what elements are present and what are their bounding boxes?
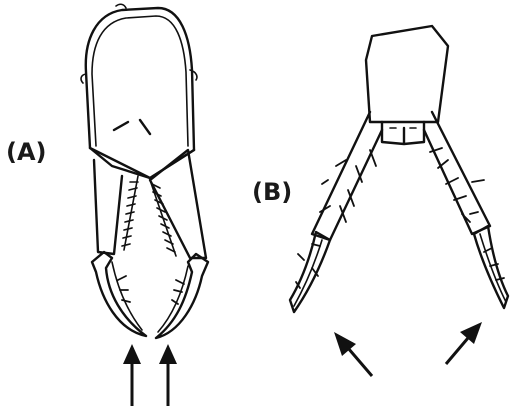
panel-a-arrow-right: [159, 344, 177, 406]
panel-b-mouthparts: [382, 122, 424, 144]
panel-a-left-comb: [122, 176, 138, 250]
panel-b-arrow-right: [446, 322, 482, 364]
panel-b-arrow-left: [334, 332, 372, 376]
panel-b-label: (B): [252, 178, 292, 206]
panel-a-head-seta-top: [116, 4, 126, 8]
panel-b-left-arm: [312, 112, 382, 240]
panel-b-head-capsule: [366, 26, 448, 122]
panel-b-left-claw-inner: [294, 240, 322, 306]
panel-b-drawing: [290, 26, 508, 312]
panel-a-head-inner-outline: [92, 16, 188, 146]
panel-a-eye-mark-right: [140, 120, 150, 134]
panel-b-right-claw-inner: [480, 234, 506, 302]
panel-a-arrow-left: [123, 344, 141, 406]
panel-a-label: (A): [6, 138, 47, 166]
panel-a-drawing: [81, 4, 208, 338]
panel-a-eye-mark-left: [114, 122, 128, 130]
panel-b-right-arm: [424, 112, 490, 234]
panel-a-left-arm: [94, 160, 122, 254]
panel-a-right-comb: [150, 180, 176, 256]
